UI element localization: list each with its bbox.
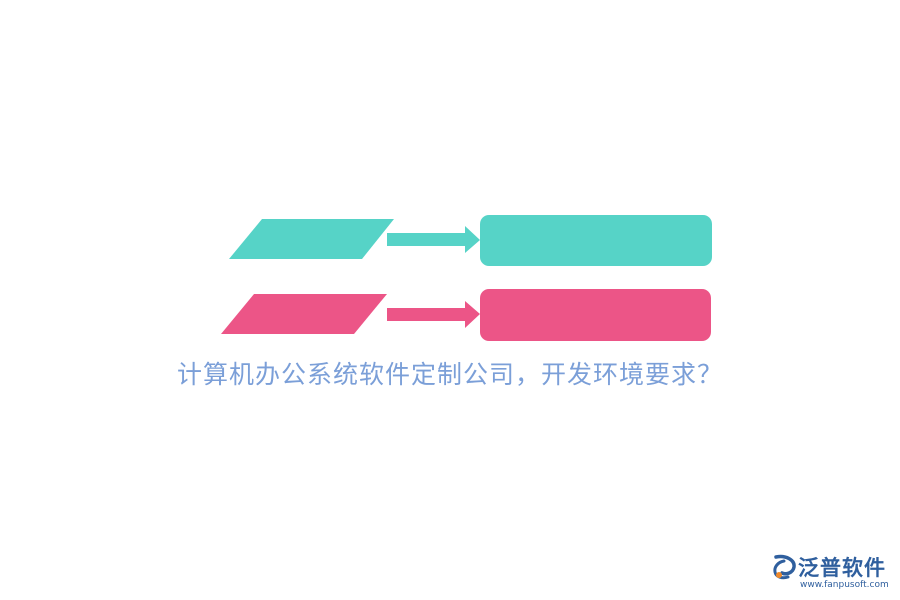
teal-parallelogram xyxy=(229,219,394,259)
pink-parallelogram xyxy=(221,294,387,334)
teal-result-box xyxy=(480,215,712,266)
teal-arrow xyxy=(387,226,480,253)
fanpu-logo-icon xyxy=(773,554,796,580)
pink-arrow xyxy=(387,301,480,328)
pink-result-box xyxy=(480,289,711,341)
brand-logo: 泛普软件 www.fanpusoft.com xyxy=(766,551,894,595)
diagram-title: 计算机办公系统软件定制公司，开发环境要求？ xyxy=(176,360,723,389)
logo-url: www.fanpusoft.com xyxy=(800,580,889,590)
logo-name: 泛普软件 xyxy=(798,556,886,580)
